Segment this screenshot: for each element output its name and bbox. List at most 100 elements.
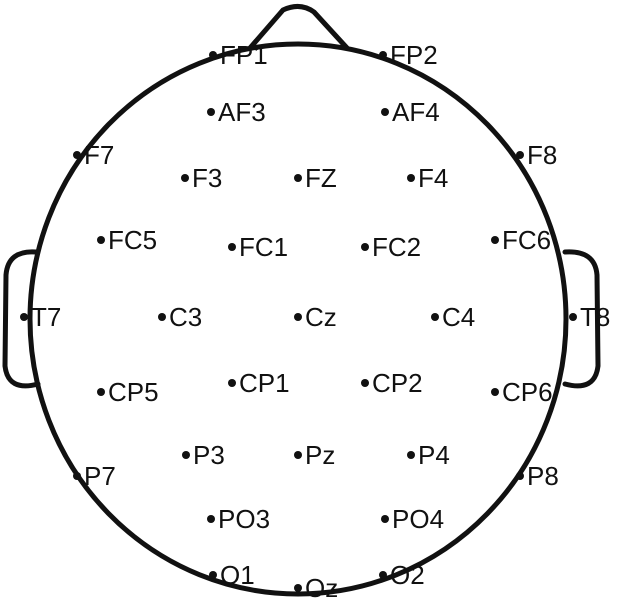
electrode-cp1: CP1 xyxy=(228,368,290,398)
electrode-label: AF3 xyxy=(218,97,266,127)
electrode-o1: O1 xyxy=(209,560,255,590)
electrode-p8: P8 xyxy=(516,461,559,491)
electrode-label: P4 xyxy=(418,440,450,470)
electrode-label: FC5 xyxy=(108,225,157,255)
electrode-oz: Oz xyxy=(294,573,338,603)
electrode-fc1: FC1 xyxy=(228,232,288,262)
electrode-dot xyxy=(431,313,439,321)
electrode-label: CP2 xyxy=(372,368,423,398)
electrode-dot xyxy=(73,472,81,480)
electrode-dot xyxy=(569,313,577,321)
electrode-label: C4 xyxy=(442,302,475,332)
electrode-dot xyxy=(209,571,217,579)
electrode-fz: FZ xyxy=(294,163,337,193)
electrode-dot xyxy=(381,515,389,523)
electrode-dot xyxy=(97,388,105,396)
nose xyxy=(247,4,350,51)
electrode-label: F8 xyxy=(527,140,557,170)
electrode-label: F4 xyxy=(418,163,448,193)
electrode-dot xyxy=(294,584,302,592)
head-outline xyxy=(2,4,601,597)
electrode-label: Oz xyxy=(305,573,338,603)
electrode-af4: AF4 xyxy=(381,97,440,127)
electrode-label: P7 xyxy=(84,461,116,491)
electrode-label: C3 xyxy=(169,302,202,332)
electrode-dot xyxy=(294,451,302,459)
electrode-f7: F7 xyxy=(73,140,114,170)
electrode-label: FP2 xyxy=(390,40,438,70)
electrode-dot xyxy=(207,108,215,116)
left-ear xyxy=(2,249,41,389)
head-circle xyxy=(27,41,569,597)
electrode-label: PO3 xyxy=(218,504,270,534)
electrode-dot xyxy=(407,174,415,182)
electrode-f4: F4 xyxy=(407,163,448,193)
electrode-dot xyxy=(228,379,236,387)
electrode-dot xyxy=(294,313,302,321)
electrode-dot xyxy=(20,313,28,321)
electrode-po4: PO4 xyxy=(381,504,444,534)
electrode-dot xyxy=(207,515,215,523)
electrode-dot xyxy=(516,472,524,480)
electrode-dot xyxy=(181,174,189,182)
electrode-dot xyxy=(491,388,499,396)
electrode-label: FC6 xyxy=(502,225,551,255)
electrode-label: F7 xyxy=(84,140,114,170)
electrode-p3: P3 xyxy=(182,440,225,470)
electrode-dot xyxy=(361,379,369,387)
electrode-dot xyxy=(182,451,190,459)
electrode-label: P8 xyxy=(527,461,559,491)
electrode-label: FP1 xyxy=(220,40,268,70)
electrode-dot xyxy=(97,236,105,244)
electrode-dot xyxy=(158,313,166,321)
electrode-t7: T7 xyxy=(20,302,61,332)
electrode-f8: F8 xyxy=(516,140,557,170)
electrode-label: O1 xyxy=(220,560,255,590)
electrode-label: CP6 xyxy=(502,377,553,407)
electrode-label: P3 xyxy=(193,440,225,470)
electrode-dot xyxy=(209,51,217,59)
electrode-dot xyxy=(228,243,236,251)
electrode-label: Pz xyxy=(305,440,335,470)
electrode-label: CP1 xyxy=(239,368,290,398)
electrode-dot xyxy=(491,236,499,244)
electrode-label: FC2 xyxy=(372,232,421,262)
electrode-cp5: CP5 xyxy=(97,377,159,407)
electrode-cp6: CP6 xyxy=(491,377,553,407)
electrode-dot xyxy=(379,51,387,59)
electrode-label: O2 xyxy=(390,560,425,590)
electrode-label: T8 xyxy=(580,302,610,332)
electrode-p4: P4 xyxy=(407,440,450,470)
electrode-dot xyxy=(516,151,524,159)
electrode-cp2: CP2 xyxy=(361,368,423,398)
electrode-label: Cz xyxy=(305,302,337,332)
electrode-c4: C4 xyxy=(431,302,475,332)
electrode-dot xyxy=(407,451,415,459)
electrode-label: T7 xyxy=(31,302,61,332)
electrode-af3: AF3 xyxy=(207,97,266,127)
electrode-p7: P7 xyxy=(73,461,116,491)
electrode-dot xyxy=(379,571,387,579)
electrode-label: PO4 xyxy=(392,504,444,534)
electrode-label: CP5 xyxy=(108,377,159,407)
electrode-f3: F3 xyxy=(181,163,222,193)
electrode-fp2: FP2 xyxy=(379,40,438,70)
electrode-dot xyxy=(294,174,302,182)
electrode-fp1: FP1 xyxy=(209,40,268,70)
electrode-dot xyxy=(381,108,389,116)
electrode-cz: Cz xyxy=(294,302,337,332)
electrode-dot xyxy=(73,151,81,159)
right-ear xyxy=(562,249,601,389)
electrode-fc2: FC2 xyxy=(361,232,421,262)
electrode-label: F3 xyxy=(192,163,222,193)
electrode-label: FZ xyxy=(305,163,337,193)
electrode-fc5: FC5 xyxy=(97,225,157,255)
electrode-label: FC1 xyxy=(239,232,288,262)
electrode-pz: Pz xyxy=(294,440,335,470)
electrode-c3: C3 xyxy=(158,302,202,332)
electrode-t8: T8 xyxy=(569,302,610,332)
electrode-po3: PO3 xyxy=(207,504,270,534)
electrode-dot xyxy=(361,243,369,251)
